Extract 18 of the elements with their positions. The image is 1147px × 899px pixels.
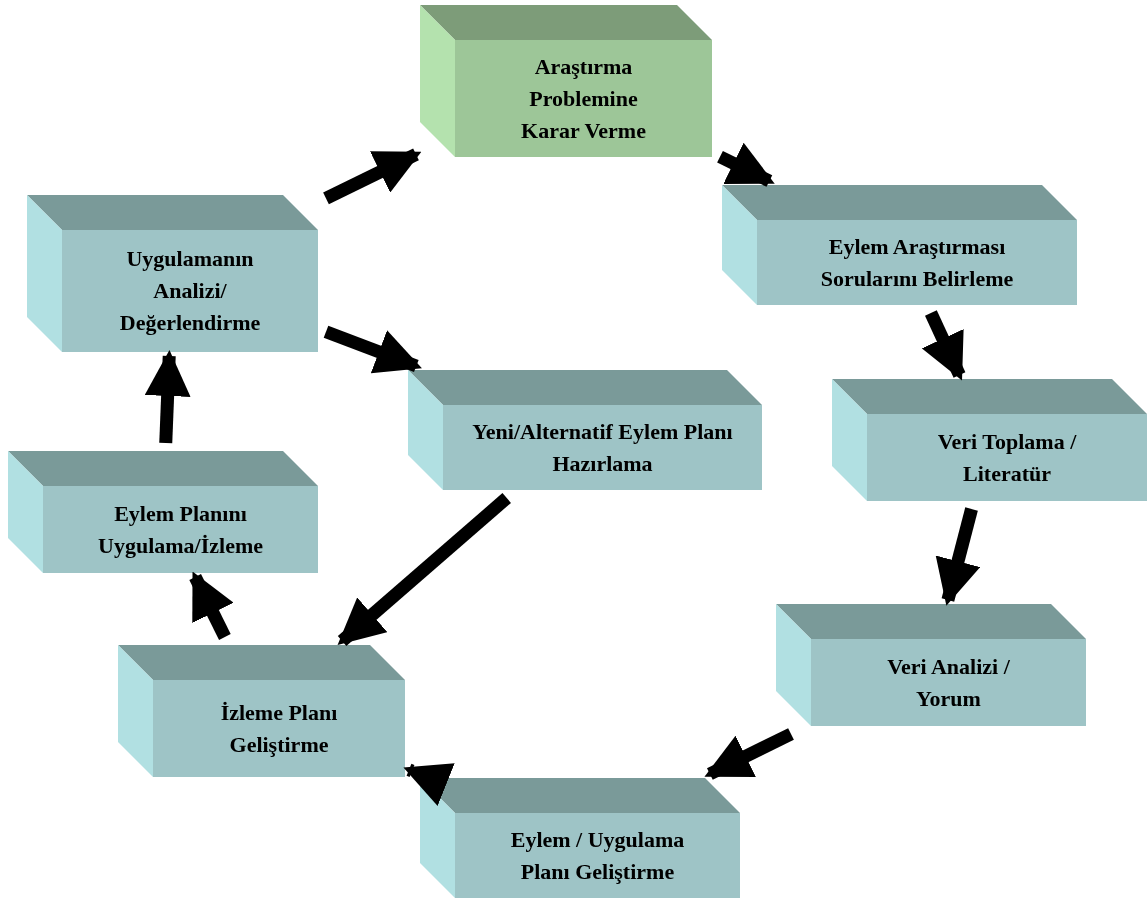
box-label: Uygulamanın Analizi/ Değerlendirme	[118, 245, 262, 337]
arrow	[323, 148, 422, 205]
box-label: Veri Analizi / Yorum	[886, 652, 1011, 713]
arrow	[704, 728, 794, 780]
box-label: Eylem / Uygulama Planı Geliştirme	[509, 825, 686, 886]
box-label: Eylem Planını Uygulama/İzleme	[97, 499, 264, 560]
arrow	[144, 350, 191, 444]
box-label: Veri Toplama / Literatür	[936, 427, 1078, 488]
arrow	[337, 493, 511, 646]
box-label: Araştırma Problemine Karar Verme	[520, 52, 647, 145]
box-label: Eylem Araştırması Sorularını Belirleme	[819, 232, 1015, 293]
box-label: İzleme Planı Geliştirme	[219, 698, 339, 759]
arrow	[323, 325, 422, 374]
arrow	[935, 507, 981, 606]
arrow	[403, 763, 455, 806]
arrow	[717, 142, 775, 187]
arrow	[921, 310, 966, 381]
box-label: Yeni/Alternatif Eylem Planı Hazırlama	[471, 417, 734, 478]
